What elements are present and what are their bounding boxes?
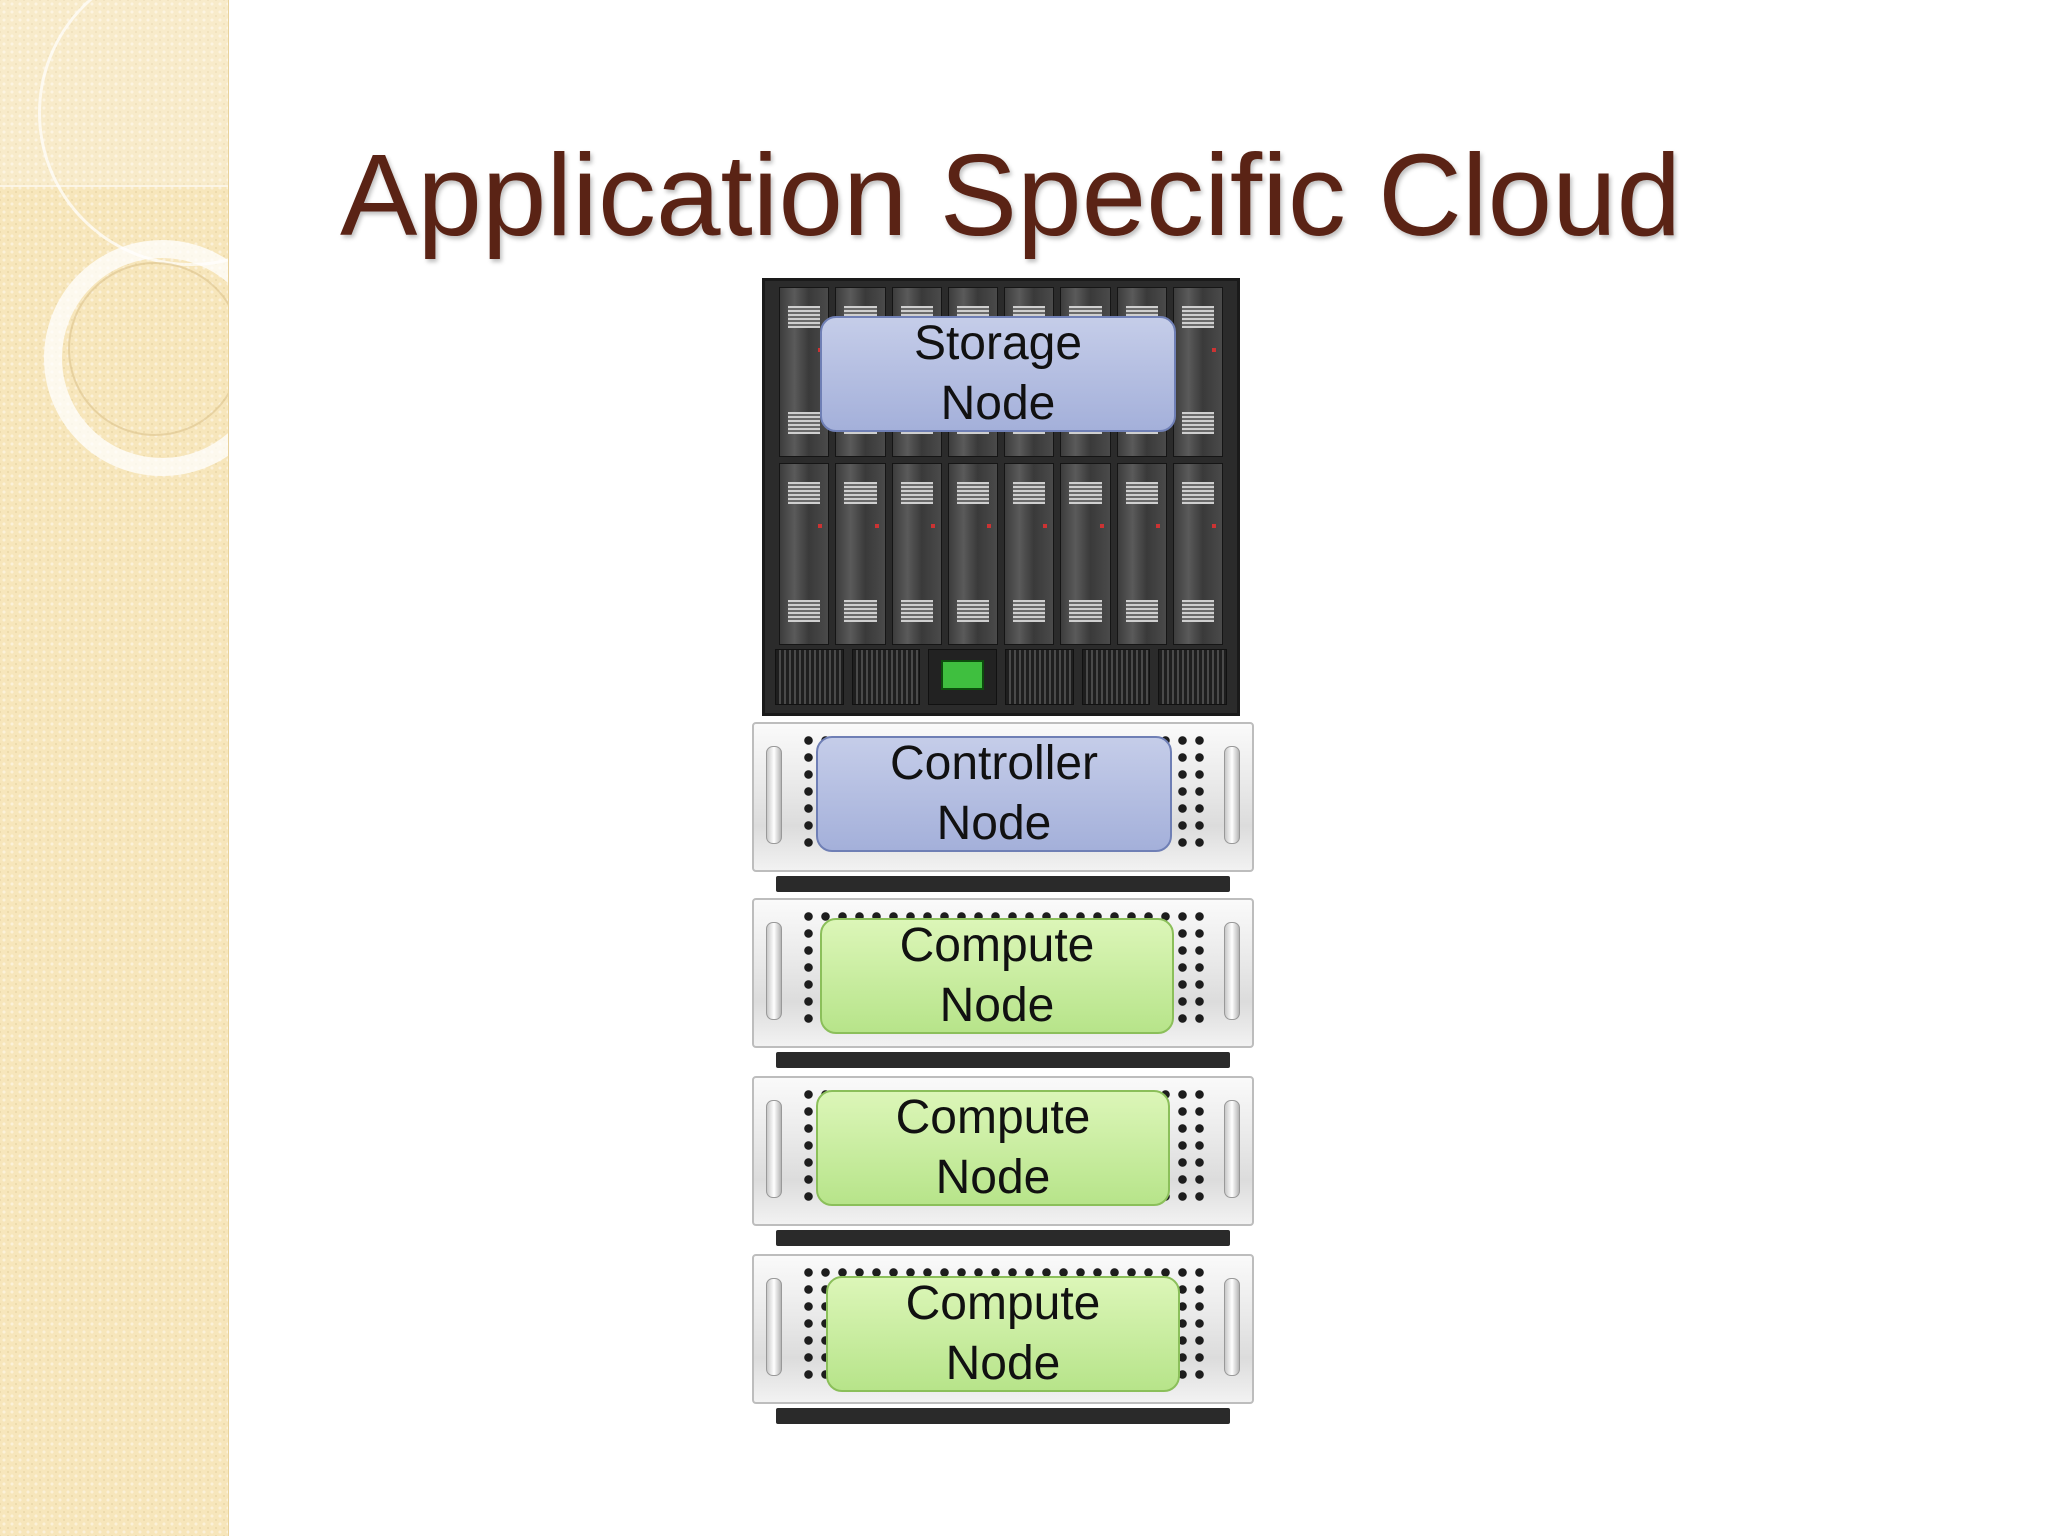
power-supply: [1005, 649, 1074, 705]
blade: [891, 463, 942, 645]
chassis-lcd-panel: [928, 649, 998, 705]
blade-row-top: [779, 287, 1223, 457]
power-supply: [1158, 649, 1228, 705]
power-supply: [851, 649, 921, 705]
sidebar-arc: [38, 0, 228, 266]
compute-node-box-3: Compute Node: [826, 1276, 1180, 1392]
compute-node-2-label-line1: Compute: [895, 1091, 1091, 1144]
compute-node-3-label-line2: Node: [945, 1337, 1061, 1390]
blade-row-bottom: [779, 463, 1223, 645]
compute-node-box-2: Compute Node: [816, 1090, 1170, 1206]
blade: [947, 463, 998, 645]
controller-node-label-line2: Node: [936, 797, 1052, 850]
blade: [779, 463, 830, 645]
slide-title: Application Specific Cloud: [340, 130, 1682, 260]
blade: [1172, 287, 1223, 457]
compute-node-3-label-line1: Compute: [905, 1277, 1101, 1330]
storage-node-label-line2: Node: [940, 377, 1056, 430]
storage-node-label-line1: Storage: [913, 317, 1083, 370]
controller-node-label-line1: Controller: [889, 737, 1099, 790]
chassis-power-row: [775, 649, 1228, 705]
blade: [1060, 463, 1111, 645]
storage-node-box: Storage Node: [820, 316, 1176, 432]
power-supply: [775, 649, 844, 705]
blade: [1004, 463, 1055, 645]
blade: [835, 463, 886, 645]
compute-node-box-1: Compute Node: [820, 918, 1174, 1034]
blade: [1116, 463, 1167, 645]
compute-node-2-label-line2: Node: [935, 1151, 1051, 1204]
controller-node-box: Controller Node: [816, 736, 1172, 852]
sidebar-inner-ring: [68, 262, 228, 436]
power-supply: [1081, 649, 1151, 705]
compute-node-1-label-line1: Compute: [899, 919, 1095, 972]
compute-node-1-label-line2: Node: [939, 979, 1055, 1032]
blade: [1172, 463, 1223, 645]
blade-chassis-image: [762, 278, 1240, 716]
decorative-sidebar: [0, 0, 229, 1536]
blade: [779, 287, 830, 457]
